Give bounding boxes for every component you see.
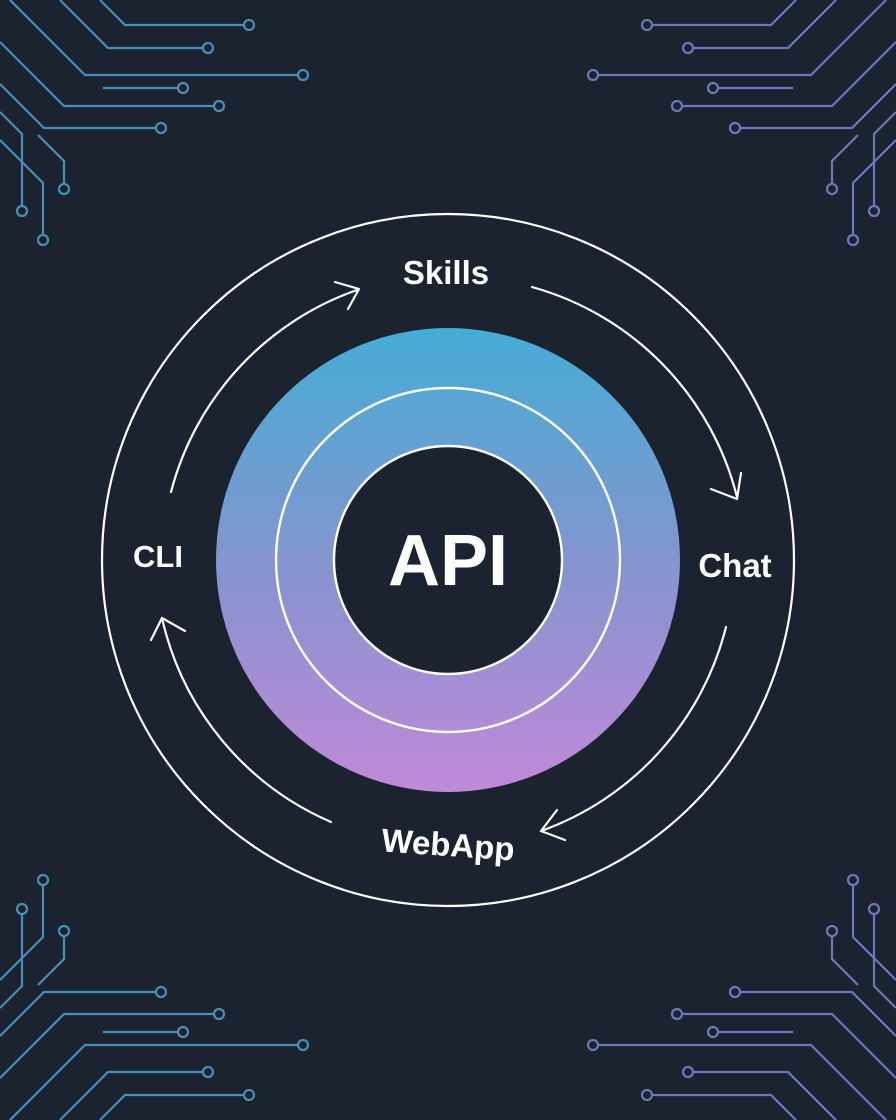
label-cli: CLI — [133, 539, 183, 574]
label-webapp: WebApp — [380, 821, 515, 867]
circuit-trace-icon — [586, 0, 896, 247]
circuit-trace-icon — [586, 873, 896, 1120]
arrow-icon — [169, 280, 361, 494]
label-skills: Skills — [403, 254, 489, 291]
inner-ring-line — [274, 386, 622, 734]
center-core — [332, 444, 564, 676]
outer-ring — [100, 212, 796, 908]
arrow-icon — [149, 616, 333, 824]
arrow-icon — [530, 285, 743, 501]
center-label: API — [388, 521, 508, 601]
label-chat: Chat — [698, 547, 771, 584]
arrow-icon — [539, 625, 728, 842]
circuit-trace-icon — [0, 0, 310, 247]
circuit-trace-icon — [0, 873, 310, 1120]
